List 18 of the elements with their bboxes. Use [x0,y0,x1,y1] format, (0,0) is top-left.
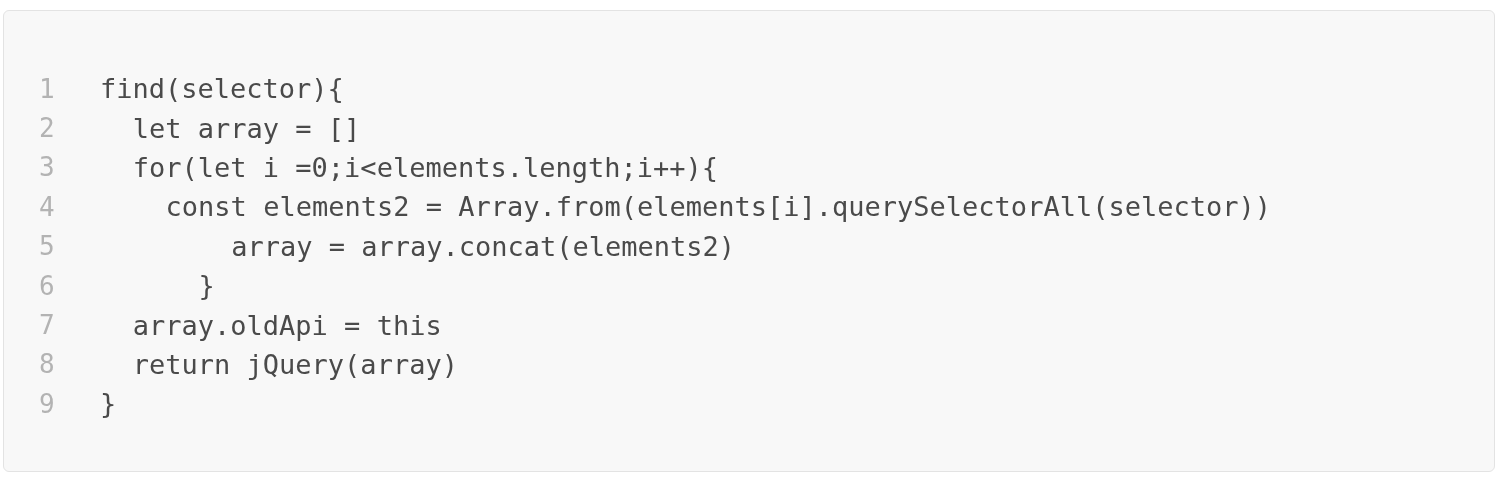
line-number: 6 [38,270,56,301]
line-number: 5 [38,231,56,262]
line-number: 2 [38,113,56,144]
code-line: let array = [] [132,112,361,144]
line-number: 7 [38,310,56,341]
code-line: const elements2 = Array.from(elements[i].querySelectorAll(selector)) [165,191,1271,223]
code-line: array = array.concat(elements2) [231,230,736,262]
line-number: 1 [38,73,56,104]
line-number: 8 [38,349,56,380]
code-line: return jQuery(array) [132,348,458,380]
code-line: array.oldApi = this [132,309,442,341]
code-line: find(selector){ [100,73,344,105]
line-number: 3 [38,152,56,183]
code-line: } [100,388,117,420]
code-line: for(let i =0;i<elements.length;i++){ [132,151,718,183]
line-number: 9 [38,388,56,419]
line-number: 4 [38,191,56,222]
code-line: } [198,270,215,302]
